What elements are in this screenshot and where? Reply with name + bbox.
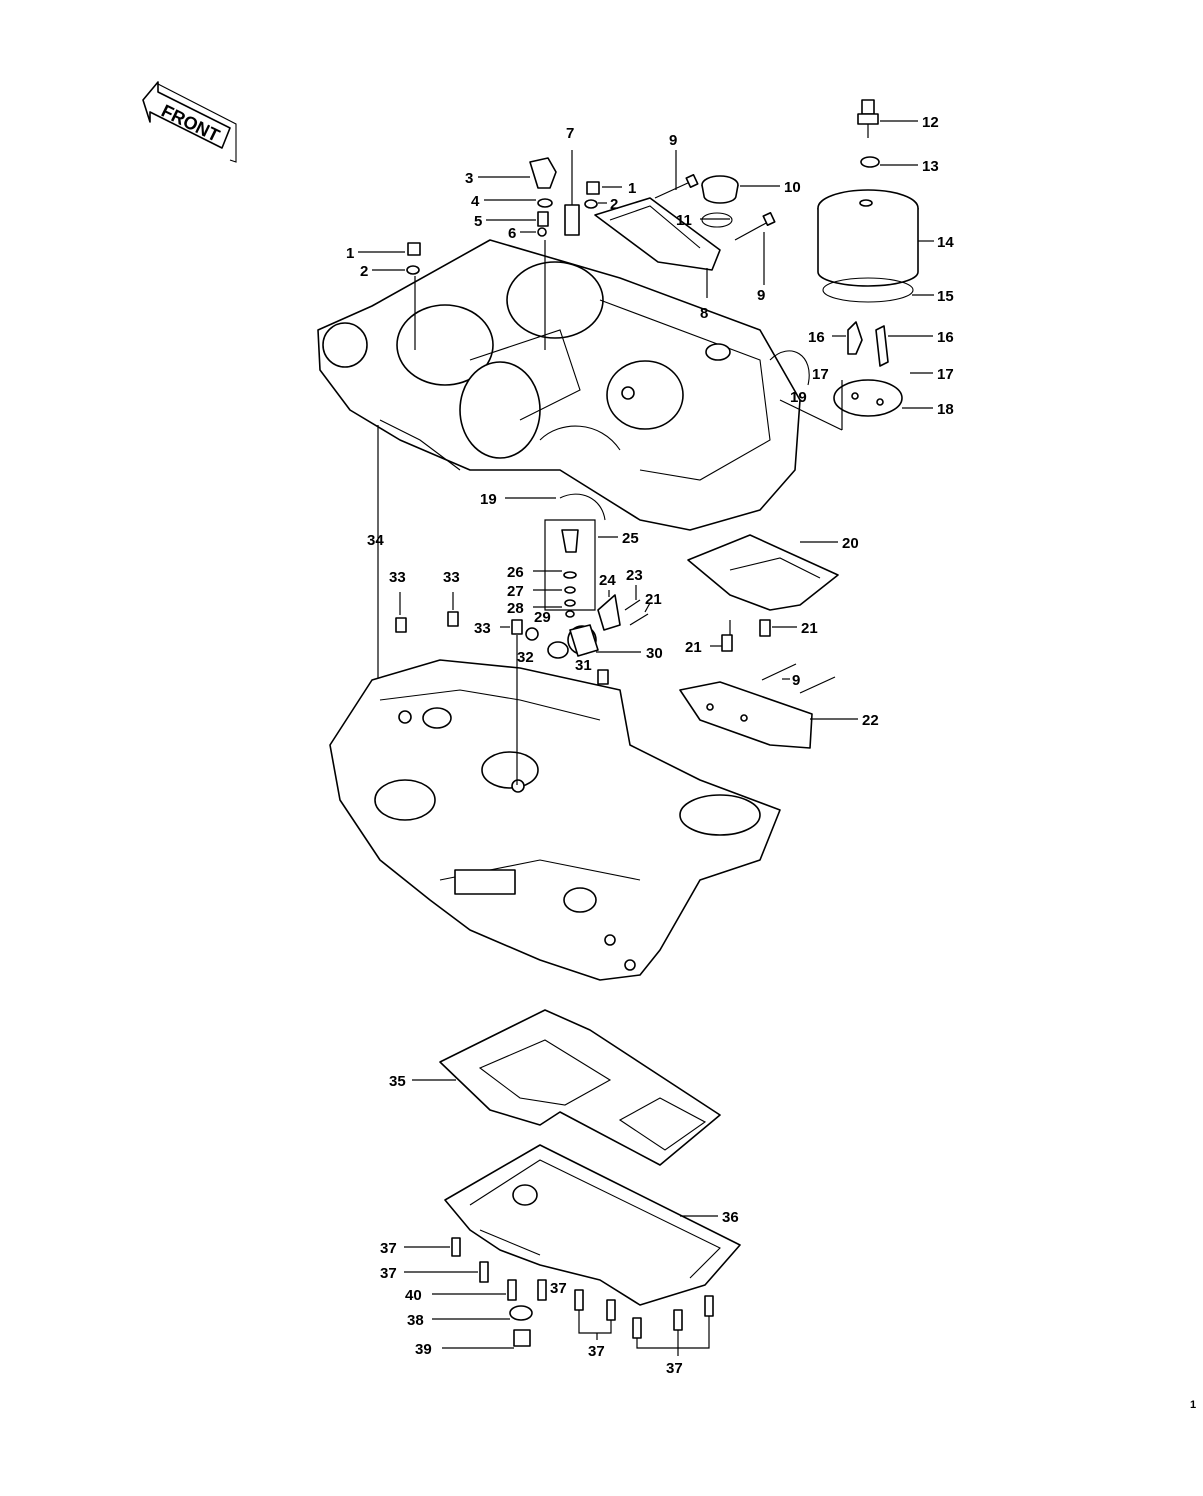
front-arrow-icon: FRONT (142, 81, 237, 163)
callout: 1 (628, 180, 636, 197)
oil-filter (817, 189, 919, 303)
callout: 35 (389, 1073, 406, 1090)
plate (833, 379, 903, 417)
callout: 1 (346, 245, 354, 262)
relief-valve (544, 519, 596, 618)
callout: 32 (517, 649, 534, 666)
callout: 16 (937, 329, 954, 346)
callout: 8 (700, 305, 708, 322)
lower-crankcase (329, 659, 781, 981)
callout: 24 (599, 572, 616, 589)
bolts-21 (624, 599, 771, 652)
callout: 34 (367, 532, 384, 549)
callout: 9 (757, 287, 765, 304)
callout: 22 (862, 712, 879, 729)
callout: 36 (722, 1209, 739, 1226)
callout: 17 (812, 366, 829, 383)
callout: 39 (415, 1341, 432, 1358)
hose-fittings (847, 321, 889, 367)
chain-cover (679, 681, 813, 749)
callout: 40 (405, 1287, 422, 1304)
side-cover (687, 534, 839, 611)
callout: 37 (588, 1343, 605, 1360)
oil-filler-cap (701, 175, 739, 228)
callout: 5 (474, 213, 482, 230)
callout: 3 (465, 170, 473, 187)
callout: 26 (507, 564, 524, 581)
callout: 4 (471, 193, 480, 210)
bolts-9-top (654, 173, 776, 241)
callout: 12 (922, 114, 939, 131)
callout: 20 (842, 535, 859, 552)
upper-crankcase (317, 239, 801, 531)
callout: 19 (790, 389, 807, 406)
callouts: 1 2 3 4 5 6 7 1 2 9 10 11 9 8 12 13 14 1… (346, 114, 954, 1377)
callout: 14 (937, 234, 954, 251)
callout: 10 (784, 179, 801, 196)
callout: 28 (507, 600, 524, 617)
callout: 2 (360, 263, 368, 280)
callout: 2 (610, 196, 618, 213)
callout: 37 (380, 1265, 397, 1282)
callout: 7 (566, 125, 574, 142)
callout: 18 (937, 401, 954, 418)
callout: 33 (389, 569, 406, 586)
callout: 15 (937, 288, 954, 305)
callout: 38 (407, 1312, 424, 1329)
callout: 9 (792, 672, 800, 689)
callout: 33 (443, 569, 460, 586)
callout: 13 (922, 158, 939, 175)
callout: 30 (646, 645, 663, 662)
drain-bolts (451, 1237, 714, 1347)
callout: 6 (508, 225, 516, 242)
callout: 9 (669, 132, 677, 149)
bolts-33 (395, 611, 609, 685)
callout: 37 (666, 1360, 683, 1377)
bolts-9-mid (761, 663, 836, 694)
page-number: 1 (1190, 1399, 1196, 1411)
callout: 21 (801, 620, 818, 637)
callout: 21 (645, 591, 662, 608)
callout: 37 (550, 1280, 567, 1297)
callout: 21 (685, 639, 702, 656)
fitting-assembly (525, 594, 621, 659)
callout: 29 (534, 609, 551, 626)
callout: 37 (380, 1240, 397, 1257)
oil-pan (444, 1144, 741, 1306)
callout: 16 (808, 329, 825, 346)
seal-upper (769, 350, 810, 386)
callout: 33 (474, 620, 491, 637)
callout: 31 (575, 657, 592, 674)
callout: 19 (480, 491, 497, 508)
small-parts-top (406, 150, 600, 275)
callout: 25 (622, 530, 639, 547)
callout: 17 (937, 366, 954, 383)
oil-pan-gasket (439, 1009, 721, 1166)
oil-pressure-switch (857, 99, 880, 168)
callout: 23 (626, 567, 643, 584)
seal-lower (559, 493, 606, 521)
assembly-leaders (414, 240, 843, 635)
callout: 27 (507, 583, 524, 600)
callout: 11 (676, 212, 692, 229)
breather-cover (594, 197, 721, 271)
